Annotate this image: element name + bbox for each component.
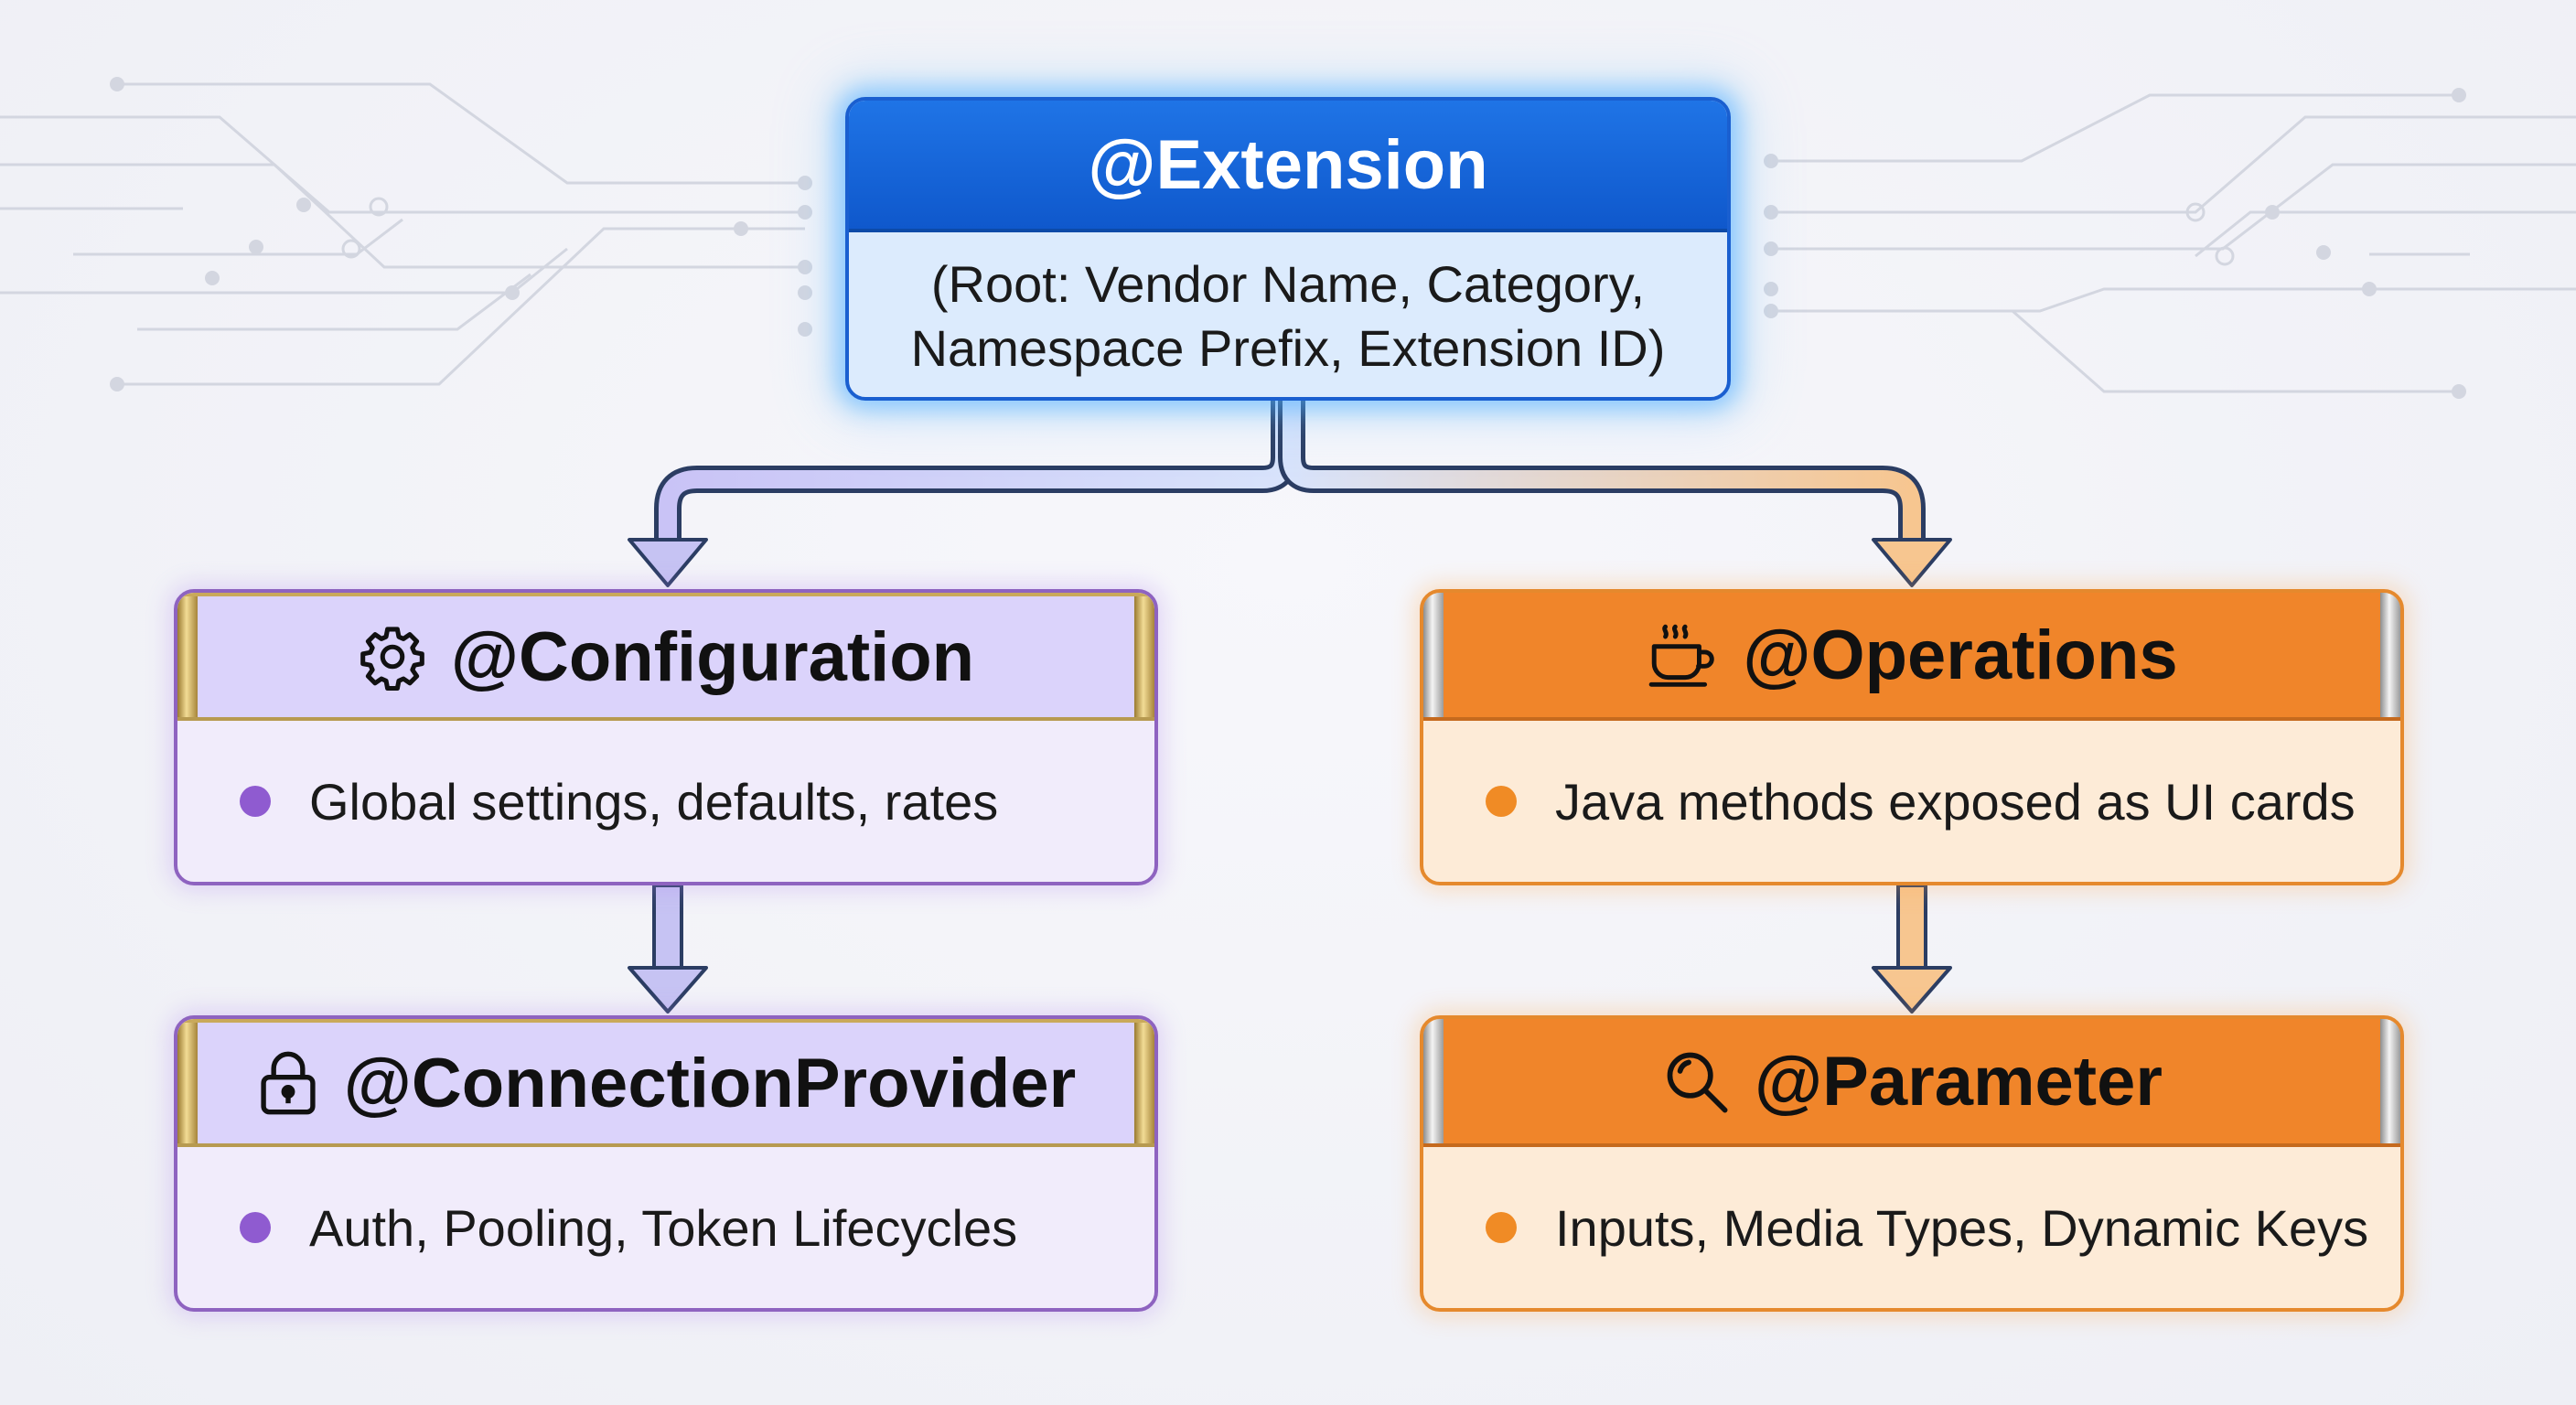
extension-root-card: @Extension (Root: Vendor Name, Category,… <box>845 97 1731 401</box>
arrow-to-parameter <box>1872 884 1952 1014</box>
coffee-cup-icon <box>1646 620 1719 690</box>
arrow-to-configuration <box>628 401 1298 587</box>
silver-cap-right <box>2380 1019 2400 1143</box>
gold-cap-right <box>1134 1023 1154 1143</box>
gear-icon <box>358 622 427 692</box>
parameter-card: @Parameter Inputs, Media Types, Dynamic … <box>1420 1015 2404 1312</box>
bullet-dot <box>240 786 271 817</box>
magnifier-icon <box>1661 1046 1731 1116</box>
extension-description-line-2: Namespace Prefix, Extension ID) <box>910 319 1666 377</box>
connection-provider-item-text: Auth, Pooling, Token Lifecycles <box>309 1198 1018 1257</box>
extension-description-line-1: (Root: Vendor Name, Category, <box>930 255 1646 313</box>
operations-header: @Operations <box>1423 593 2400 721</box>
connection-provider-item: Auth, Pooling, Token Lifecycles <box>177 1147 1154 1308</box>
operations-title: @Operations <box>1743 616 2178 694</box>
configuration-item: Global settings, defaults, rates <box>177 721 1154 882</box>
connection-provider-card: @ConnectionProvider Auth, Pooling, Token… <box>174 1015 1158 1312</box>
arrow-to-connection-provider <box>628 884 708 1014</box>
arrow-to-operations <box>1278 401 1952 587</box>
connection-provider-title: @ConnectionProvider <box>343 1044 1077 1122</box>
extension-title: @Extension <box>849 101 1727 232</box>
extension-description: (Root: Vendor Name, Category, Namespace … <box>849 232 1727 397</box>
silver-cap-right <box>2380 593 2400 717</box>
bullet-dot <box>1486 1212 1517 1243</box>
lock-icon <box>256 1048 320 1118</box>
connection-provider-header: @ConnectionProvider <box>177 1019 1154 1147</box>
silver-cap-left <box>1423 593 1444 717</box>
configuration-item-text: Global settings, defaults, rates <box>309 772 999 831</box>
configuration-card: @Configuration Global settings, defaults… <box>174 589 1158 885</box>
operations-item: Java methods exposed as UI cards <box>1423 721 2400 882</box>
bullet-dot <box>1486 786 1517 817</box>
gold-cap-left <box>177 596 198 717</box>
gold-cap-right <box>1134 596 1154 717</box>
silver-cap-left <box>1423 1019 1444 1143</box>
bullet-dot <box>240 1212 271 1243</box>
parameter-item-text: Inputs, Media Types, Dynamic Keys <box>1555 1198 2369 1257</box>
parameter-title: @Parameter <box>1755 1042 2163 1121</box>
operations-item-text: Java methods exposed as UI cards <box>1555 772 2356 831</box>
operations-card: @Operations Java methods exposed as UI c… <box>1420 589 2404 885</box>
parameter-item: Inputs, Media Types, Dynamic Keys <box>1423 1147 2400 1308</box>
gold-cap-left <box>177 1023 198 1143</box>
configuration-title: @Configuration <box>450 617 975 696</box>
parameter-header: @Parameter <box>1423 1019 2400 1147</box>
configuration-header: @Configuration <box>177 593 1154 721</box>
